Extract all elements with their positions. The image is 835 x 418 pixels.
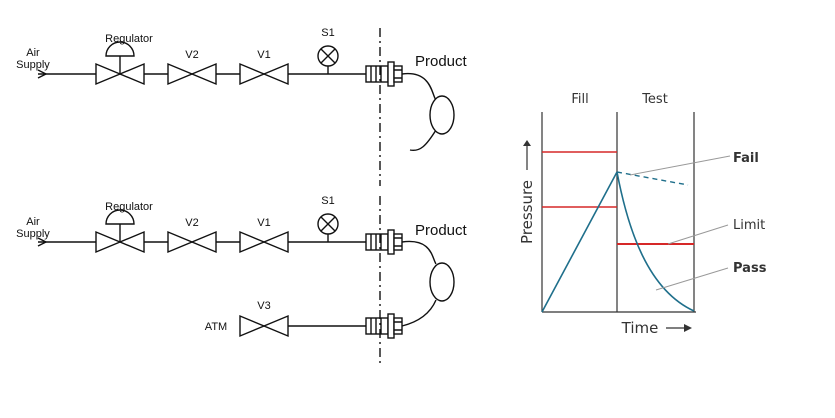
pass-leader: [655, 267, 729, 291]
y-axis-arrowhead: [523, 140, 531, 146]
top-connector: [365, 61, 403, 87]
top-supply-arrow: [37, 69, 48, 79]
fail-decay-series: [616, 171, 689, 186]
phase-label-fill: Fill: [571, 92, 588, 107]
pass-annotation: Pass: [733, 261, 767, 276]
phase-label-test: Test: [641, 92, 668, 107]
bottom-v2-valve: [167, 230, 217, 254]
top-regulator-valve: [95, 41, 145, 86]
v3-valve: [239, 314, 289, 338]
air-supply-line-1: Supply: [16, 59, 50, 71]
limit-leader: [667, 224, 729, 245]
top-s1-gauge-icon: [317, 45, 339, 67]
v3-label: V3: [257, 300, 270, 312]
air-supply-line-0: Air: [26, 216, 40, 228]
top-v1-valve: [239, 62, 289, 86]
bottom-connector: [365, 229, 403, 255]
pressure-time-chart: Fill Test Fail Limit Pass Pressure Time: [518, 92, 767, 337]
fail-annotation: Fail: [733, 151, 759, 166]
top-s1-label: S1: [321, 27, 334, 39]
top-product-hose: [401, 73, 437, 152]
y-axis-label: Pressure: [518, 180, 536, 244]
bottom-product-hose: [401, 240, 437, 327]
limit-annotation: Limit: [733, 218, 765, 233]
bottom-product-label: Product: [415, 222, 468, 239]
bottom-product-part: [429, 262, 455, 302]
bottom-s1-gauge-icon: [317, 213, 339, 235]
x-axis-label: Time: [621, 319, 659, 337]
bottom-v1-label: V1: [257, 217, 270, 229]
top-v2-valve: [167, 62, 217, 86]
top-v1-label: V1: [257, 49, 270, 61]
pass-decay-series: [616, 171, 695, 312]
fail-leader: [629, 155, 731, 176]
fill-ramp-series: [541, 171, 618, 313]
top-regulator-label: Regulator: [105, 33, 153, 45]
top-v2-label: V2: [185, 49, 198, 61]
air-supply-line-1: Supply: [16, 228, 50, 240]
bottom-regulator-label: Regulator: [105, 201, 153, 213]
bottom-regulator-valve: [95, 209, 145, 254]
bottom-v2-label: V2: [185, 217, 198, 229]
atm-connector: [365, 313, 403, 339]
atm-label: ATM: [205, 321, 227, 333]
bottom-supply-arrow: [37, 237, 48, 247]
bottom-v1-valve: [239, 230, 289, 254]
top-product-part: [429, 95, 455, 135]
bottom-s1-label: S1: [321, 195, 334, 207]
top-product-label: Product: [415, 53, 468, 70]
y-axis-title: Pressure: [518, 140, 536, 244]
x-axis-arrowhead: [684, 324, 692, 332]
air-supply-line-0: Air: [26, 47, 40, 59]
